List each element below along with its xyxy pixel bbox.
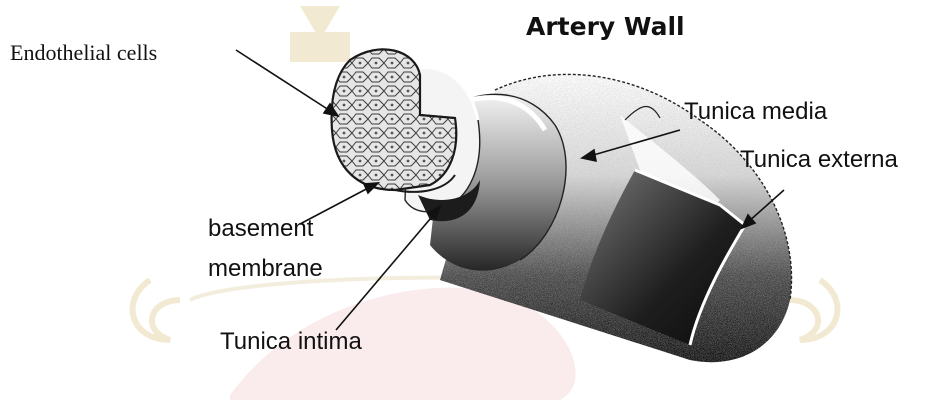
label-basement-membrane-line2: membrane xyxy=(208,257,323,281)
label-basement-membrane-line1: basement xyxy=(208,217,313,241)
label-tunica-media: Tunica media xyxy=(684,100,827,124)
label-tunica-externa: Tunica externa xyxy=(740,148,898,172)
label-tunica-intima: Tunica intima xyxy=(220,330,362,354)
label-endothelial-cells: Endothelial cells xyxy=(10,42,157,64)
diagram-title: Artery Wall xyxy=(526,14,685,39)
